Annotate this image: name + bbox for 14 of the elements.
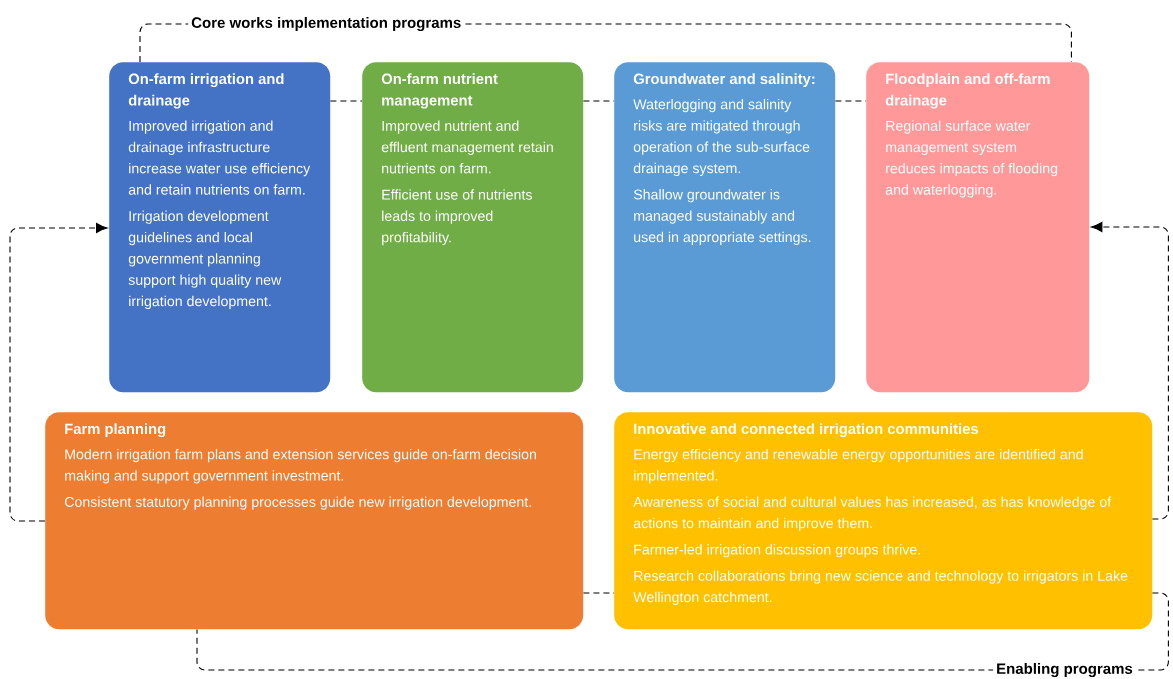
connector	[1090, 221, 1169, 520]
edge-label: Core works implementation programs	[188, 13, 465, 34]
outcome-box: Farm planning Modern irrigation farm plans and extension services guide on-farm decision making and support government investment. Consistent statutory planning processes guide new irrigation development.	[45, 412, 584, 630]
outcome-box: On-farm irrigation and drainage Improved irrigation and drainage infrastructure increase water use efficiency and retain nutrients on farm. Irrigation development guidelines and local government planning support high quality new irrigation development.	[109, 62, 331, 393]
connector	[329, 100, 363, 102]
connector	[9, 222, 108, 522]
outcome-box: Floodplain and off-farm drainage Regional surface water management system reduces impacts of flooding and waterlogging.	[866, 62, 1090, 393]
connector	[582, 592, 615, 594]
outcome-box: Innovative and connected irrigation communities Energy efficiency and renewable energy opportunities are identified and implemented. Awareness of social and cultural values has increased, as has knowledge of actions to maintain and improve them. Farmer-led irrigation discussion groups thrive. Research collaborations bring new science and technology to irrigators in Lake Wellington catchment.	[614, 412, 1153, 630]
edge-label: Enabling programs	[993, 659, 1136, 679]
outcome-box: On-farm nutrient management Improved nutrient and effluent management retain nutrients on farm. Efficient use of nutrients leads to improved profitability.	[362, 62, 584, 393]
connector	[834, 100, 867, 102]
outcome-box: Groundwater and salinity: Waterlogging and salinity risks are mitigated through operation of the sub-surface drainage system. Shallow groundwater is managed sustainably and used in appropriate settings.	[614, 62, 836, 393]
connector	[582, 100, 615, 102]
